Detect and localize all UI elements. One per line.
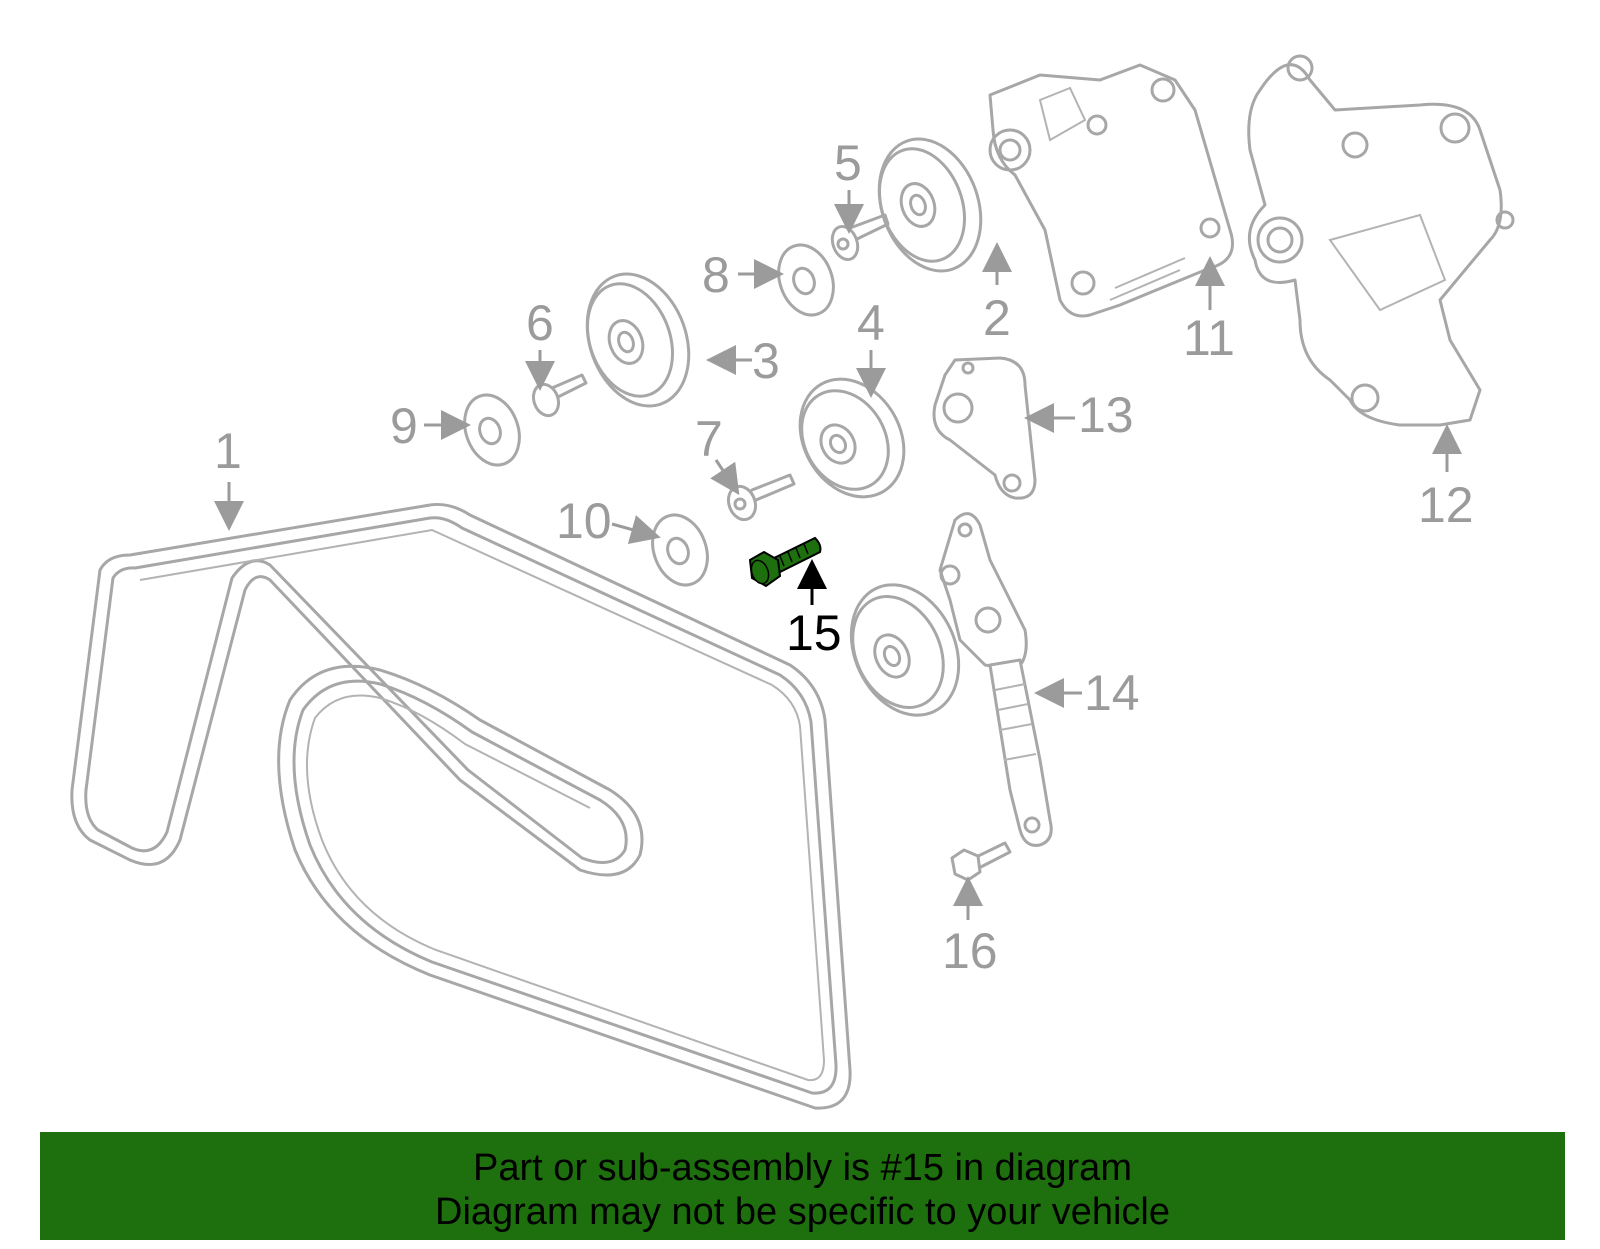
part-10-washer[interactable] [643,507,716,592]
svg-text:7: 7 [695,411,723,467]
svg-text:10: 10 [556,493,612,549]
callout-7: 7 [695,411,740,495]
part-2-pulley[interactable] [862,125,999,286]
part-11-bracket[interactable] [988,63,1234,318]
svg-text:9: 9 [390,398,418,454]
part-12-bracket[interactable] [1247,54,1515,427]
svg-text:3: 3 [752,333,780,389]
part-13-bracket[interactable] [932,356,1037,500]
svg-text:8: 8 [702,247,730,303]
svg-text:11: 11 [1183,310,1235,366]
svg-text:1: 1 [214,423,242,479]
callout-11: 11 [1183,256,1235,366]
footer-banner: Part or sub-assembly is #15 in diagram D… [40,1132,1565,1240]
part-1-belt[interactable] [70,503,852,1110]
part-6-bolt[interactable] [529,373,588,419]
part-14-tensioner[interactable] [831,512,1053,847]
svg-text:16: 16 [942,923,998,979]
callout-2: 2 [982,242,1012,346]
svg-text:13: 13 [1078,387,1134,443]
part-16-bolt[interactable] [950,841,1012,882]
part-7-bolt[interactable] [724,473,796,523]
footer-line-2: Diagram may not be specific to your vehi… [435,1191,1170,1233]
part-5-bolt[interactable] [828,213,890,263]
footer-line-1: Part or sub-assembly is #15 in diagram [473,1147,1132,1189]
svg-text:6: 6 [526,295,554,351]
callout-10: 10 [556,493,661,549]
part-3-pulley[interactable] [570,260,707,421]
callout-1: 1 [214,423,244,531]
svg-text:12: 12 [1418,477,1474,533]
callout-9: 9 [390,398,471,454]
callout-5: 5 [834,135,864,234]
svg-text:4: 4 [857,295,885,351]
part-8-washer[interactable] [769,237,842,322]
callout-3: 3 [706,333,780,389]
callout-12: 12 [1418,424,1474,533]
svg-text:5: 5 [834,135,862,191]
callout-8: 8 [702,247,784,303]
callout-13: 13 [1024,387,1134,443]
callout-16: 16 [942,876,998,979]
svg-text:15: 15 [786,605,842,661]
part-9-washer[interactable] [455,387,528,472]
svg-text:2: 2 [983,290,1011,346]
callout-4: 4 [856,295,886,398]
callout-6: 6 [525,295,555,391]
svg-text:14: 14 [1084,665,1140,721]
part-4-pulley[interactable] [779,360,924,515]
part-15-bolt[interactable] [748,536,822,588]
callout-14: 14 [1034,665,1140,721]
parts-diagram: 1 2 3 4 5 6 7 8 9 10 11 12 [70,54,1515,1110]
callout-15: 15 [786,559,842,661]
